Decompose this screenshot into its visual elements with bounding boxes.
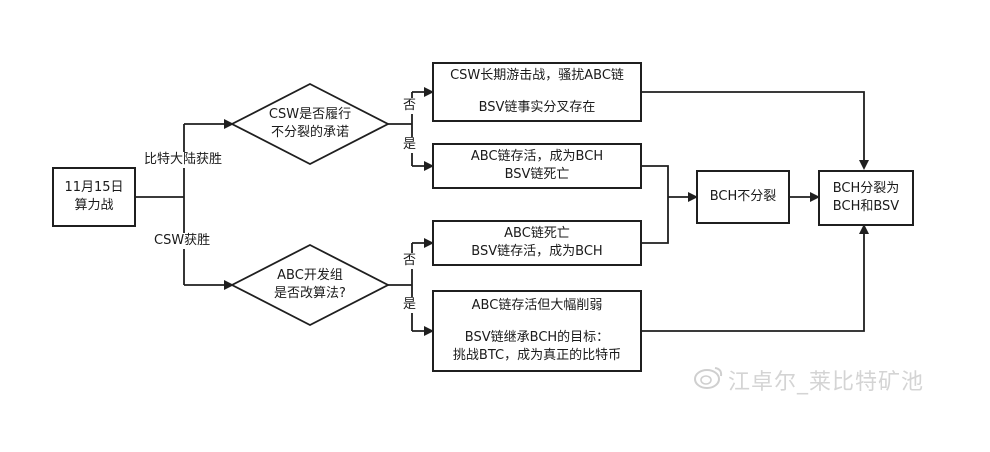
start-line2: 算力战 bbox=[74, 198, 114, 213]
answer-no-top: 否 bbox=[401, 98, 419, 114]
result-no-split-text: BCH不分裂 bbox=[709, 189, 777, 204]
outcome4-line2: BSV链继承BCH的目标： bbox=[464, 330, 610, 345]
edge-outcome2-merge bbox=[642, 165, 669, 244]
outcome1-box: CSW长期游击战，骚扰ABC链 BSV链事实分叉存在 bbox=[432, 62, 642, 122]
watermark-text: 江卓尔_莱比特矿池 bbox=[728, 370, 925, 395]
decision-top-diamond bbox=[230, 82, 390, 166]
outcome3-line2: BSV链存活，成为BCH bbox=[471, 244, 603, 259]
outcome4-line1: ABC链存活但大幅削弱 bbox=[471, 298, 603, 313]
edge-outcome1-to-split bbox=[642, 91, 869, 170]
result-split-box: BCH分裂为 BCH和BSV bbox=[818, 170, 914, 226]
decision-top-text: CSW是否履行 不分裂的承诺 bbox=[248, 104, 372, 144]
outcome4-box: ABC链存活但大幅削弱 BSV链继承BCH的目标： 挑战BTC，成为真正的比特币 bbox=[432, 290, 642, 372]
outcome3-box: ABC链死亡 BSV链存活，成为BCH bbox=[432, 220, 642, 266]
outcome2-line1: ABC链存活，成为BCH bbox=[470, 149, 604, 164]
outcome2-box: ABC链存活，成为BCH BSV链死亡 bbox=[432, 143, 642, 189]
answer-yes-top: 是 bbox=[401, 137, 419, 153]
outcome2-line2: BSV链死亡 bbox=[504, 167, 570, 182]
start-line1: 11月15日 bbox=[64, 180, 124, 195]
answer-no-bottom: 否 bbox=[401, 253, 419, 269]
decision-bottom-line1: ABC开发组 bbox=[277, 268, 343, 283]
decision-bottom-line2: 是否改算法? bbox=[274, 286, 346, 301]
decision-top-line2: 不分裂的承诺 bbox=[270, 125, 349, 140]
answer-yes-bottom: 是 bbox=[401, 297, 419, 313]
decision-top-line1: CSW是否履行 bbox=[268, 107, 352, 122]
result-no-split-box: BCH不分裂 bbox=[696, 170, 790, 224]
branch-label-bottom: CSW获胜 bbox=[152, 233, 213, 249]
outcome3-line1: ABC链死亡 bbox=[504, 226, 570, 241]
decision-bottom-diamond bbox=[230, 243, 390, 327]
weibo-icon bbox=[694, 367, 723, 389]
start-box: 11月15日 算力战 bbox=[52, 167, 136, 227]
outcome1-line2: BSV链事实分叉存在 bbox=[478, 100, 596, 115]
branch-label-top: 比特大陆获胜 bbox=[142, 152, 225, 168]
result-split-line2: BCH和BSV bbox=[832, 199, 900, 214]
decision-bottom-text: ABC开发组 是否改算法? bbox=[248, 265, 372, 305]
edge-outcome4-to-split bbox=[642, 224, 869, 332]
outcome4-line3: 挑战BTC，成为真正的比特币 bbox=[452, 348, 622, 363]
result-split-line1: BCH分裂为 bbox=[832, 181, 900, 196]
outcome1-line1: CSW长期游击战，骚扰ABC链 bbox=[450, 68, 624, 83]
